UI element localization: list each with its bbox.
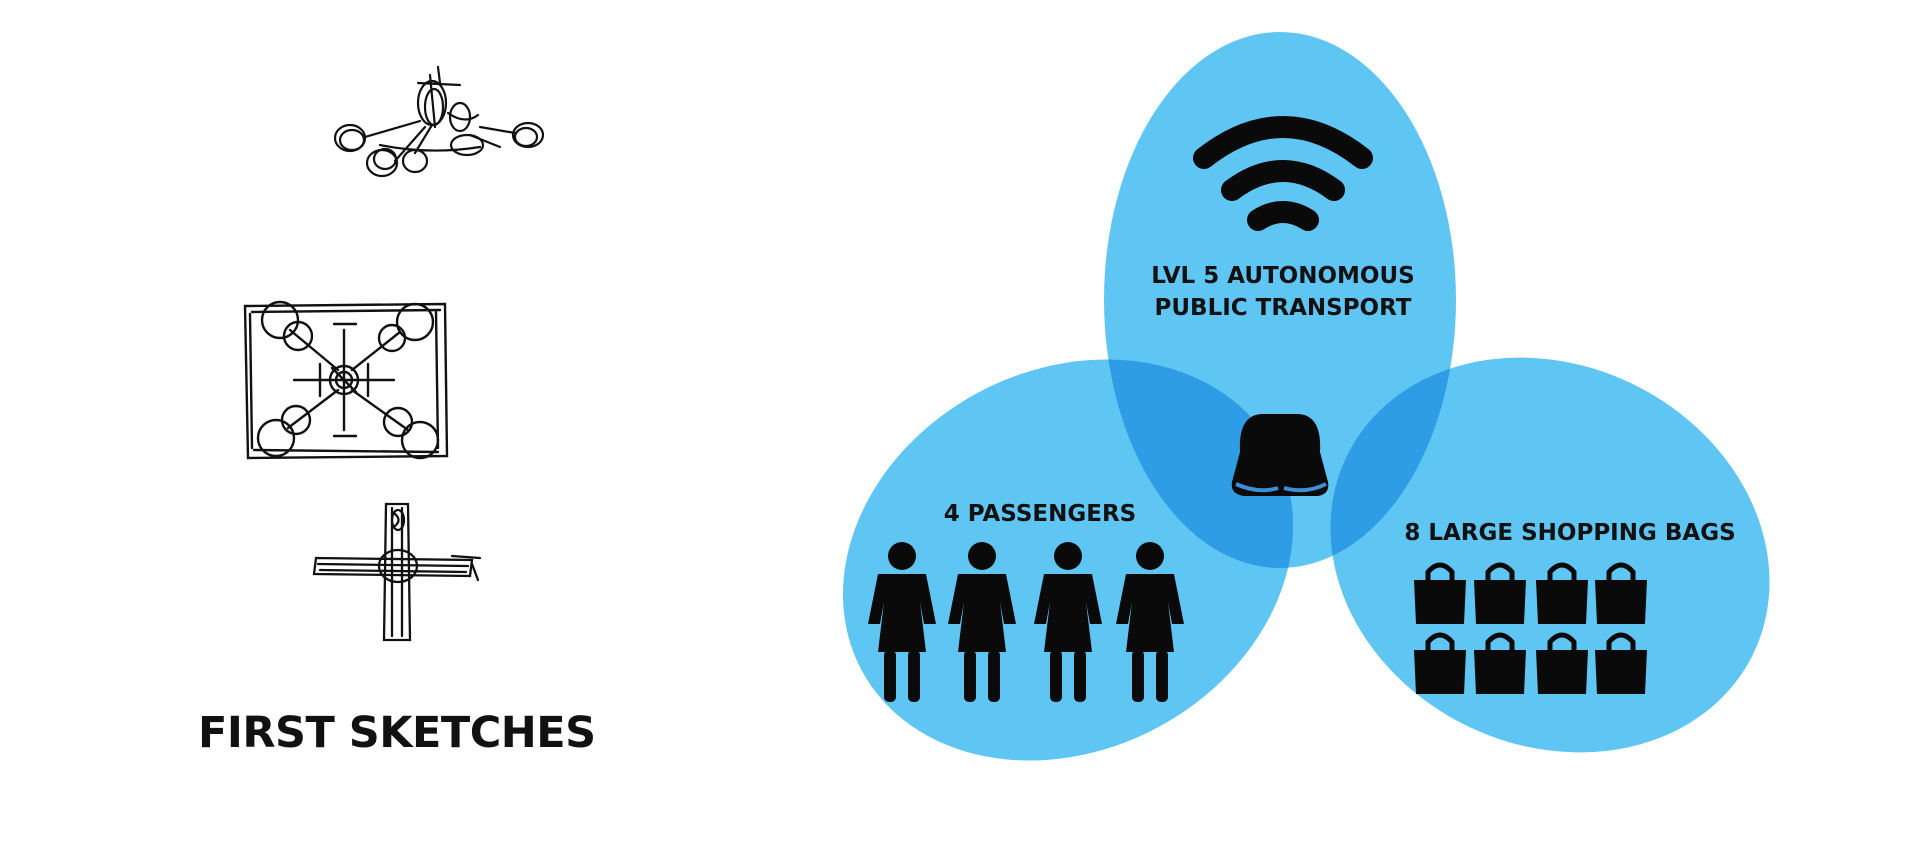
shopping-bag-icon <box>1474 562 1526 624</box>
bags-label: 8 LARGE SHOPPING BAGS <box>1404 520 1735 546</box>
sketch-drone-perspective-icon <box>333 65 545 178</box>
autonomy-label-line-1: LVL 5 AUTONOMOUS <box>1151 263 1414 289</box>
autonomy-label-line-2: PUBLIC TRANSPORT <box>1155 295 1412 321</box>
shopping-bag-icon <box>1595 562 1647 624</box>
passengers-label: 4 PASSENGERS <box>944 501 1136 527</box>
shopping-bag-icons <box>1414 562 1647 694</box>
shopping-bag-icon <box>1536 562 1588 624</box>
shopping-bag-icon <box>1414 562 1466 624</box>
pod-vehicle-icon <box>1231 414 1329 496</box>
person-icon <box>948 542 1016 702</box>
person-icon <box>868 542 936 702</box>
wifi-signal-icon <box>1193 116 1373 231</box>
sketch-drone-top-view-icon <box>243 300 449 460</box>
person-icon <box>1034 542 1102 702</box>
sketch-drone-side-view-icon <box>312 502 482 642</box>
shopping-bag-icon <box>1474 632 1526 694</box>
passenger-icons <box>868 542 1184 702</box>
person-icon <box>1116 542 1184 702</box>
shopping-bag-icon <box>1414 632 1466 694</box>
shopping-bag-icon <box>1595 632 1647 694</box>
shopping-bag-icon <box>1536 632 1588 694</box>
first-sketches-caption: FIRST SKETCHES <box>198 708 596 758</box>
